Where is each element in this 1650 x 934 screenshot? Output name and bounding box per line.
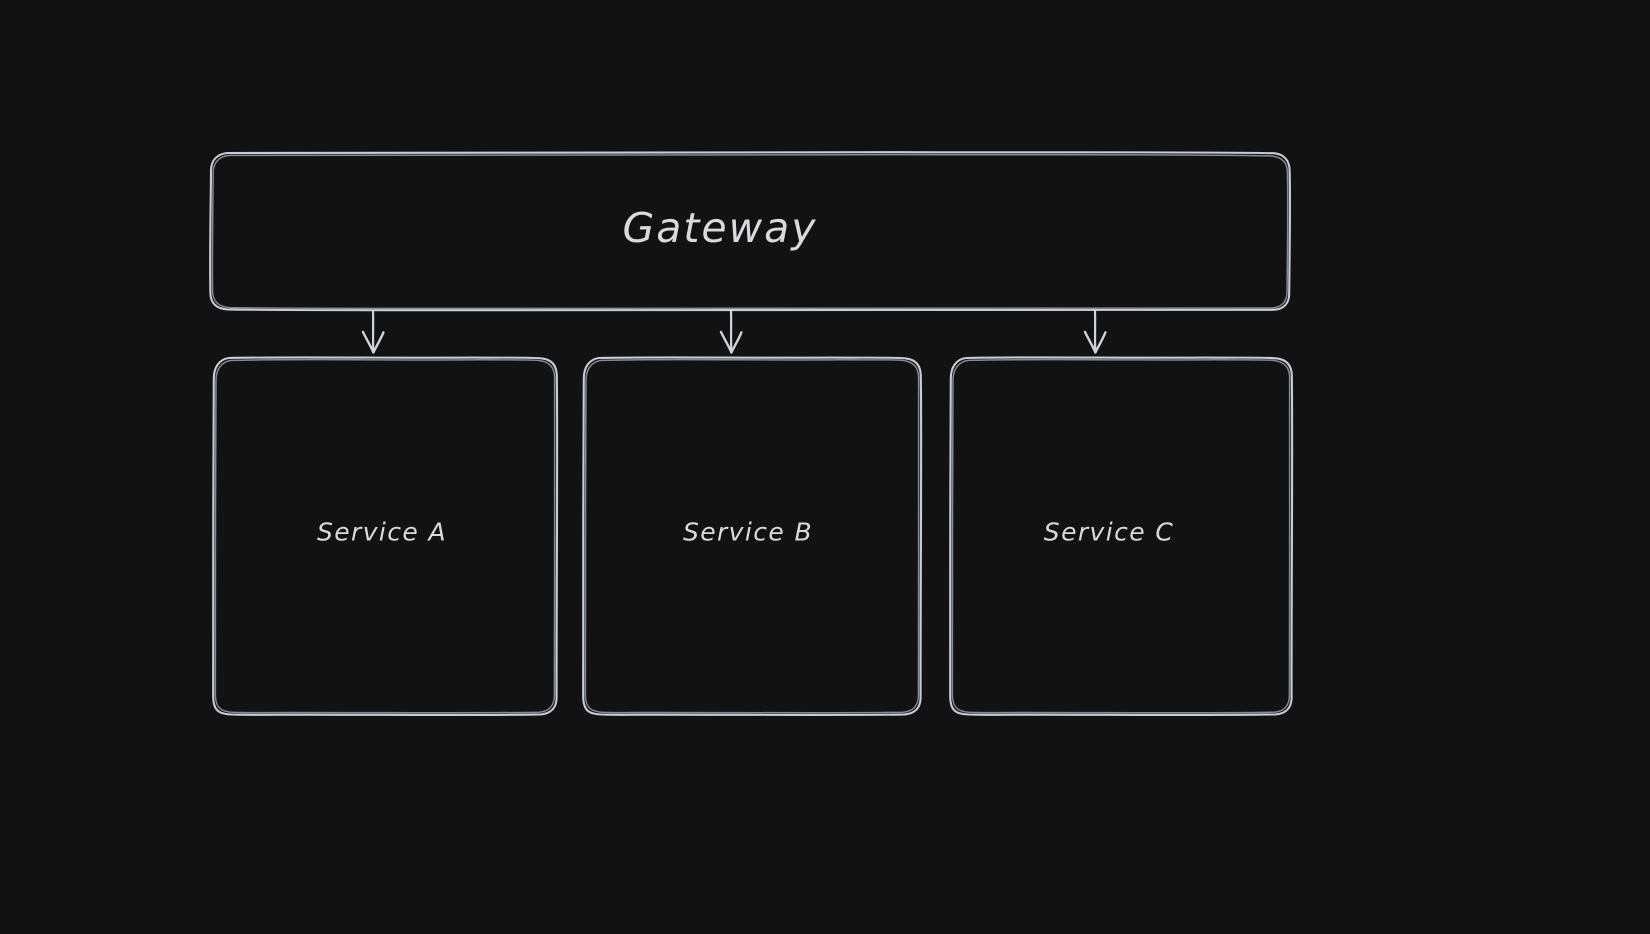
service-a-shape[interactable] [211,356,559,717]
service-c-label: Service C [1043,517,1175,547]
edge-gateway-service-c[interactable] [1083,309,1107,354]
service-a-label: Service A [316,517,448,547]
edge-gateway-service-b[interactable] [719,309,743,354]
service-b-shape[interactable] [581,356,923,717]
edge-gateway-service-a[interactable] [361,309,385,354]
service-b-label: Service B [682,517,814,547]
gateway-label: Gateway [622,204,818,252]
service-c-shape[interactable] [948,356,1294,717]
gateway-container-shape[interactable] [209,151,1292,312]
